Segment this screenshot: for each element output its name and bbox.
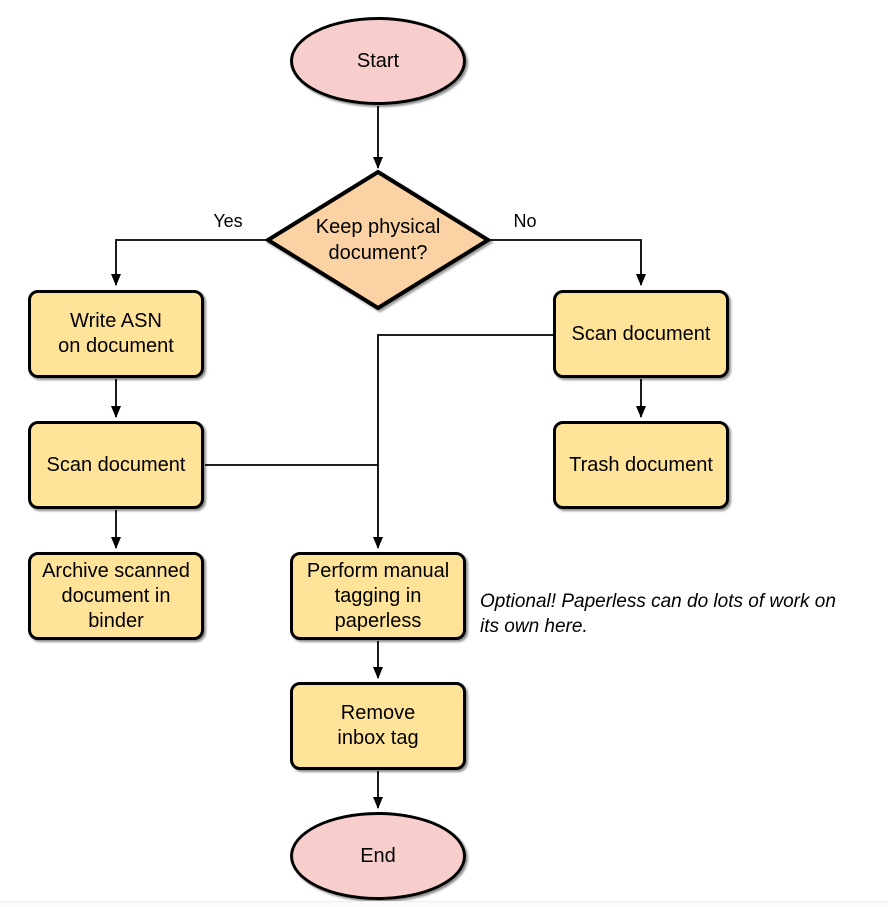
node-scan-document-left-label: Scan document	[46, 453, 186, 476]
node-scan-document-right-label: Scan document	[571, 322, 711, 345]
node-remove-inbox-tag-label: Remove inbox tag	[337, 702, 419, 749]
node-decision: Keep physical document?	[268, 172, 488, 308]
node-decision-label: Keep physical document?	[315, 216, 441, 264]
canvas-bottom-edge	[0, 901, 888, 907]
node-start-label: Start	[356, 49, 400, 72]
node-end: End	[290, 812, 466, 900]
node-archive-binder-label: Archive scanned document in binder	[42, 559, 190, 632]
edge-decision-no-to-scan-right	[488, 239, 646, 286]
node-trash-document: Trash document	[553, 421, 729, 509]
node-end-label: End	[360, 844, 396, 867]
edge-decision-yes-to-write-asn	[111, 239, 268, 286]
node-remove-inbox-tag: Remove inbox tag	[290, 682, 466, 770]
edge-scan-right-to-tagging	[373, 334, 553, 549]
node-manual-tagging: Perform manual tagging in paperless	[290, 552, 466, 640]
edge-label-no: No	[513, 211, 537, 231]
node-scan-document-right: Scan document	[553, 290, 729, 378]
decision-shape	[264, 169, 492, 311]
node-manual-tagging-label: Perform manual tagging in paperless	[306, 559, 450, 632]
edge-label-yes: Yes	[213, 211, 243, 231]
annotation-optional-paperless: Optional! Paperless can do lots of work …	[480, 591, 836, 637]
node-start: Start	[290, 17, 466, 105]
node-trash-document-label: Trash document	[569, 453, 713, 476]
node-scan-document-left: Scan document	[28, 421, 204, 509]
node-write-asn: Write ASN on document	[28, 290, 204, 378]
node-write-asn-label: Write ASN on document	[58, 310, 174, 357]
node-archive-binder: Archive scanned document in binder	[28, 552, 204, 640]
